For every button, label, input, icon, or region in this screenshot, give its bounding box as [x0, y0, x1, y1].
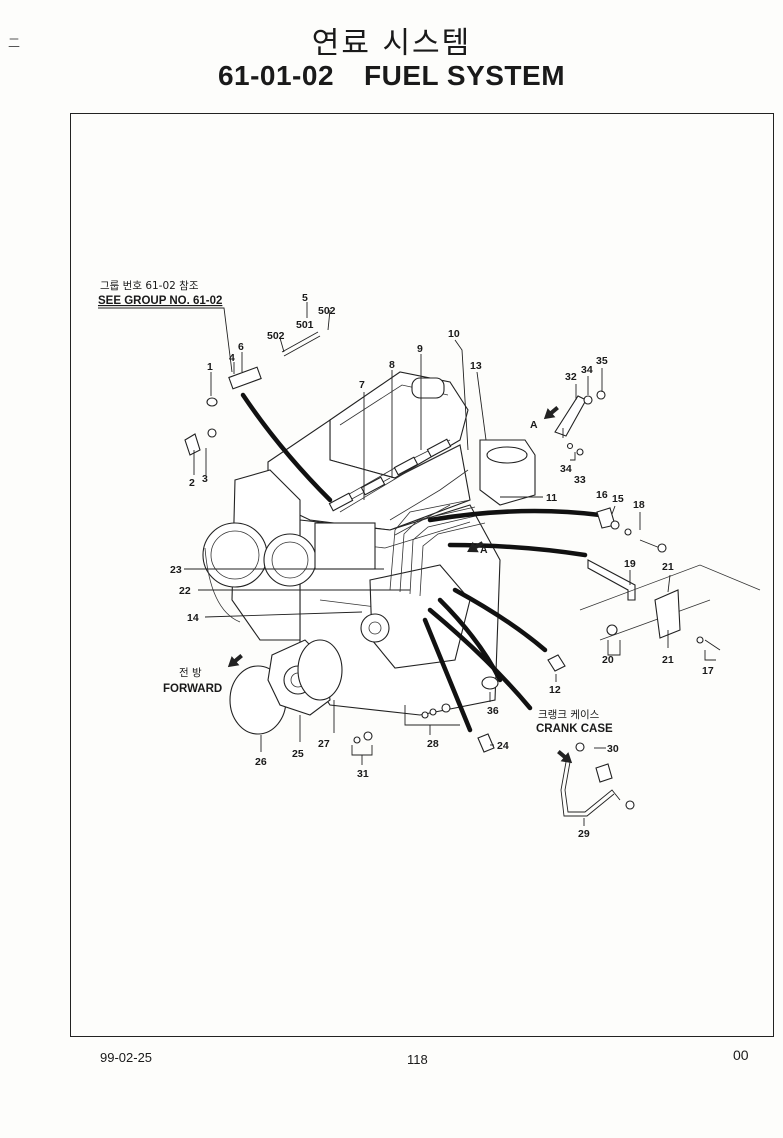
note-see-group-ko: 그룹 번호 61-02 참조 — [100, 280, 199, 292]
note-forward-en: FORWARD — [163, 683, 222, 695]
section-code: 61-01-02 — [217, 60, 335, 91]
callout-20: 20 — [602, 654, 614, 666]
section-title: FUEL SYSTEM — [364, 60, 566, 91]
callout-18: 18 — [633, 499, 645, 511]
footer-date: 99-02-25 — [100, 1050, 153, 1065]
callout-33: 33 — [574, 474, 586, 486]
view-arrows — [227, 406, 573, 764]
callout-34-lower: 34 — [560, 463, 572, 475]
callout-15: 15 — [612, 493, 624, 505]
callout-30: 30 — [607, 743, 619, 755]
callout-27: 27 — [318, 738, 330, 750]
fuel-hoses — [240, 392, 603, 733]
note-forward-ko: 전 방 — [179, 667, 202, 679]
footer-page-number: 118 — [407, 1052, 428, 1067]
callout-9: 9 — [417, 343, 423, 355]
callout-29: 29 — [578, 828, 590, 840]
page-title: 61-01-02 FUEL SYSTEM — [0, 60, 783, 92]
callout-25: 25 — [292, 748, 304, 760]
callout-502-right: 502 — [318, 305, 336, 317]
callout-32: 32 — [565, 371, 577, 383]
injection-pipes — [328, 438, 486, 597]
callout-16: 16 — [596, 489, 608, 501]
callout-12: 12 — [549, 684, 561, 696]
callout-17: 17 — [702, 665, 714, 677]
callout-502-left: 502 — [267, 330, 285, 342]
small-parts — [184, 331, 761, 817]
callout-21-lower: 21 — [662, 654, 674, 666]
callout-24: 24 — [497, 740, 509, 752]
note-see-group-en: SEE GROUP NO. 61-02 — [98, 295, 222, 307]
note-crank-case-ko: 크랭크 케이스 — [538, 709, 600, 721]
part-callouts: 1 2 3 4 5 6 7 8 9 10 11 12 13 14 15 16 1… — [170, 292, 714, 840]
note-crank-case-en: CRANK CASE — [536, 723, 613, 735]
callout-23: 23 — [170, 564, 182, 576]
view-label-a-top: A — [530, 419, 538, 431]
view-label-a-pump: A — [480, 544, 488, 556]
callout-28: 28 — [427, 738, 439, 750]
callout-4: 4 — [229, 352, 235, 364]
callout-1: 1 — [207, 361, 213, 373]
callout-13: 13 — [470, 360, 482, 372]
callout-26: 26 — [255, 756, 267, 768]
margin-mark: 二 — [8, 36, 21, 50]
callout-14: 14 — [187, 612, 199, 624]
leader-lines — [98, 302, 716, 826]
callout-10: 10 — [448, 328, 460, 340]
callout-2: 2 — [189, 477, 195, 489]
callout-8: 8 — [389, 359, 395, 371]
callout-3: 3 — [202, 473, 208, 485]
callout-19: 19 — [624, 558, 636, 570]
footer-revision: 00 — [733, 1047, 749, 1063]
callout-21-upper: 21 — [662, 561, 674, 573]
callout-5: 5 — [302, 292, 308, 304]
diagram-frame — [70, 113, 774, 1037]
callout-35: 35 — [596, 355, 608, 367]
page-title-korean: 연료 시스템 — [311, 26, 472, 61]
callout-501: 501 — [296, 319, 314, 331]
callout-31: 31 — [357, 768, 369, 780]
callout-22: 22 — [179, 585, 191, 597]
callout-11: 11 — [546, 492, 557, 504]
callout-36: 36 — [487, 705, 499, 717]
callout-6: 6 — [238, 341, 244, 353]
callout-7: 7 — [359, 379, 365, 391]
callout-34-upper: 34 — [581, 364, 593, 376]
